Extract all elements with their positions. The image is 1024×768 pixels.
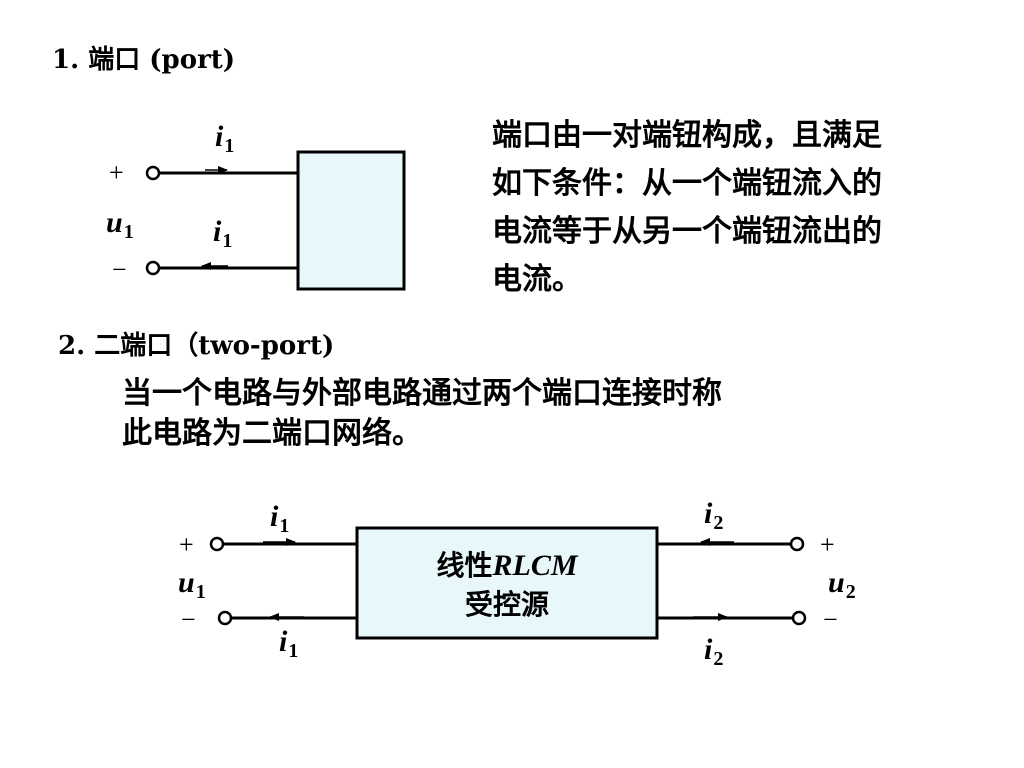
i1-label-bottom: i1	[279, 625, 298, 662]
left-bottom-terminal	[217, 610, 233, 626]
left-top-terminal	[209, 536, 225, 552]
box-label-line1: 线性RLCM	[436, 549, 578, 582]
top-terminal	[145, 165, 161, 181]
right-plus-sign: +	[820, 530, 835, 559]
minus-sign: −	[112, 255, 127, 284]
left-plus-sign: +	[179, 530, 194, 559]
two-port-box	[355, 526, 659, 640]
i2-label-top: i2	[704, 497, 723, 534]
one-port-box	[296, 150, 406, 291]
one-port-diagram: + − u1 i1 i1	[106, 120, 406, 291]
section2-description: 当一个电路与外部电路通过两个端口连接时称 此电路为二端口网络。	[122, 374, 722, 454]
section1-description: 端口由一对端钮构成，且满足 如下条件：从一个端钮流入的 电流等于从另一个端钮流出…	[492, 112, 882, 304]
right-minus-sign: −	[823, 605, 838, 634]
description-line: 此电路为二端口网络。	[122, 416, 422, 451]
i1-label-top: i1	[270, 500, 289, 537]
bottom-terminal	[145, 260, 161, 276]
i2-label-bottom: i2	[704, 633, 723, 670]
description-line: 电流等于从另一个端钮流出的	[492, 214, 882, 249]
plus-sign: +	[109, 158, 124, 187]
current-label-bottom: i1	[213, 215, 232, 252]
description-line: 电流。	[492, 262, 582, 297]
u2-label: u2	[828, 566, 856, 603]
section1-title: 1. 端口 (port)	[52, 45, 236, 75]
section2-title: 2. 二端口（two-port)	[58, 331, 335, 361]
current-label-top: i1	[215, 120, 234, 157]
voltage-label: u1	[106, 206, 134, 243]
two-port-diagram: 线性RLCM 受控源 + − + − u1 u2 i1 i1 i2 i2	[178, 497, 856, 670]
description-line: 端口由一对端钮构成，且满足	[492, 118, 882, 153]
left-minus-sign: −	[181, 605, 196, 634]
description-line: 如下条件：从一个端钮流入的	[492, 166, 882, 201]
right-top-terminal	[789, 536, 805, 552]
u1-label: u1	[178, 566, 206, 603]
right-bottom-terminal	[791, 610, 807, 626]
box-label-line2: 受控源	[465, 588, 549, 621]
description-line: 当一个电路与外部电路通过两个端口连接时称	[122, 376, 722, 411]
